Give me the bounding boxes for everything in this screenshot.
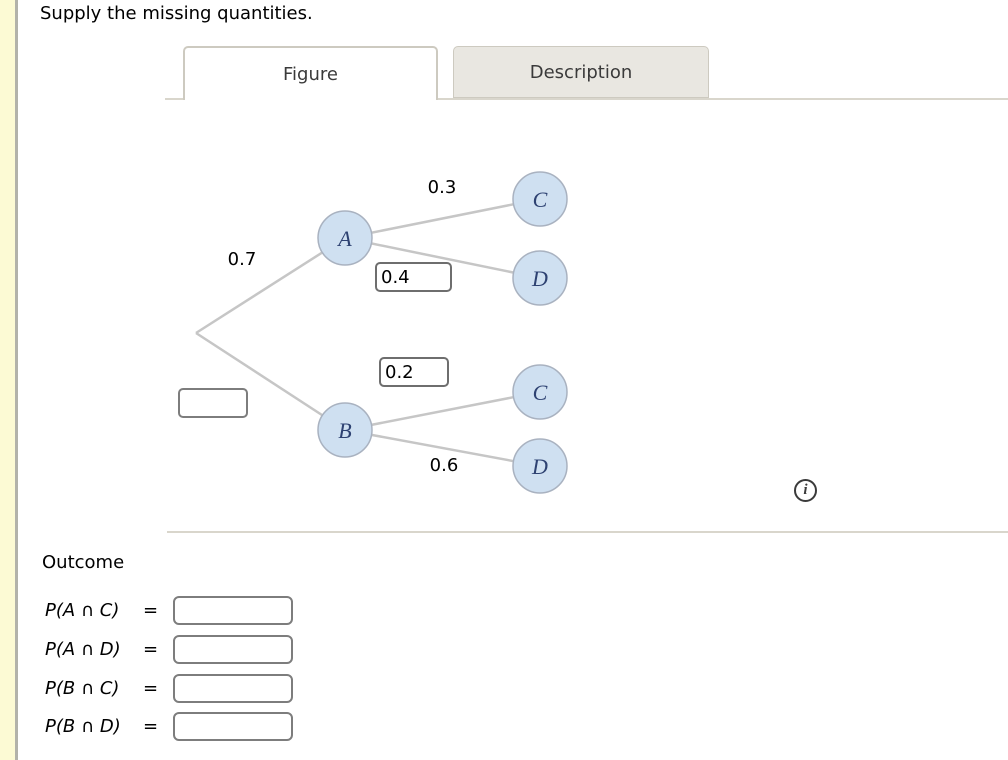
- figure-section-divider: [167, 531, 1008, 533]
- tab-description[interactable]: Description: [453, 46, 709, 98]
- equals-sign: =: [143, 715, 159, 737]
- left-divider-line: [15, 0, 18, 760]
- branch-line-b-d: [344, 428, 541, 468]
- outcome-label-b-d: P(B ∩ D): [45, 715, 121, 737]
- branch-probability-b-c-input[interactable]: [379, 357, 449, 387]
- node-c-bottom-circle: [512, 364, 568, 420]
- outcome-input-b-d[interactable]: [173, 711, 293, 741]
- node-b-label: B: [338, 418, 351, 443]
- page-title: Supply the missing quantities.: [40, 3, 313, 24]
- node-d-bottom-circle: [512, 438, 568, 494]
- outcome-row-b-c: P(B ∩ C) =: [45, 673, 293, 703]
- probability-tree-figure: A C D B C D 0.7 0.3 0.6: [195, 171, 568, 494]
- info-icon[interactable]: i: [794, 479, 817, 502]
- tab-figure-label: Figure: [283, 63, 338, 85]
- branch-line-root-a: [195, 236, 346, 335]
- branch-probability-b-d: 0.6: [430, 455, 459, 476]
- node-a-circle: [317, 210, 373, 266]
- tab-description-label: Description: [529, 61, 633, 83]
- branch-line-a-d: [344, 236, 541, 280]
- branch-probability-root-a: 0.7: [228, 249, 257, 270]
- branch-probability-a-c: 0.3: [428, 177, 457, 198]
- node-c-bottom-label: C: [533, 380, 548, 405]
- branch-line-a-c: [344, 197, 541, 240]
- equals-sign: =: [143, 677, 159, 699]
- outcome-input-a-d[interactable]: [173, 634, 293, 664]
- node-d-top-circle: [512, 250, 568, 306]
- node-b-circle: [317, 402, 373, 458]
- node-c-top-label: C: [533, 187, 548, 212]
- outcome-row-a-c: P(A ∩ C) =: [45, 595, 293, 625]
- branch-line-root-b: [195, 331, 346, 432]
- left-margin-strip: [0, 0, 15, 760]
- outcome-label-b-c: P(B ∩ C): [45, 677, 120, 699]
- outcome-heading: Outcome: [42, 552, 125, 573]
- outcome-input-a-c[interactable]: [173, 595, 293, 625]
- node-c-top-circle: [512, 171, 568, 227]
- tab-bar-divider: [165, 98, 1008, 100]
- node-d-top-label: D: [531, 266, 548, 291]
- tab-figure[interactable]: Figure: [183, 46, 438, 100]
- outcome-input-b-c[interactable]: [173, 673, 293, 703]
- outcome-label-a-d: P(A ∩ D): [45, 638, 121, 660]
- branch-line-b-c: [344, 390, 541, 432]
- equals-sign: =: [143, 599, 159, 621]
- branch-probability-a-d-input[interactable]: [375, 262, 452, 292]
- outcome-row-b-d: P(B ∩ D) =: [45, 711, 293, 741]
- equals-sign: =: [143, 638, 159, 660]
- node-d-bottom-label: D: [531, 454, 548, 479]
- branch-probability-root-b-input[interactable]: [178, 388, 248, 418]
- outcome-row-a-d: P(A ∩ D) =: [45, 634, 293, 664]
- node-a-label: A: [336, 226, 352, 251]
- outcome-label-a-c: P(A ∩ C): [45, 599, 120, 621]
- info-icon-glyph: i: [803, 482, 808, 498]
